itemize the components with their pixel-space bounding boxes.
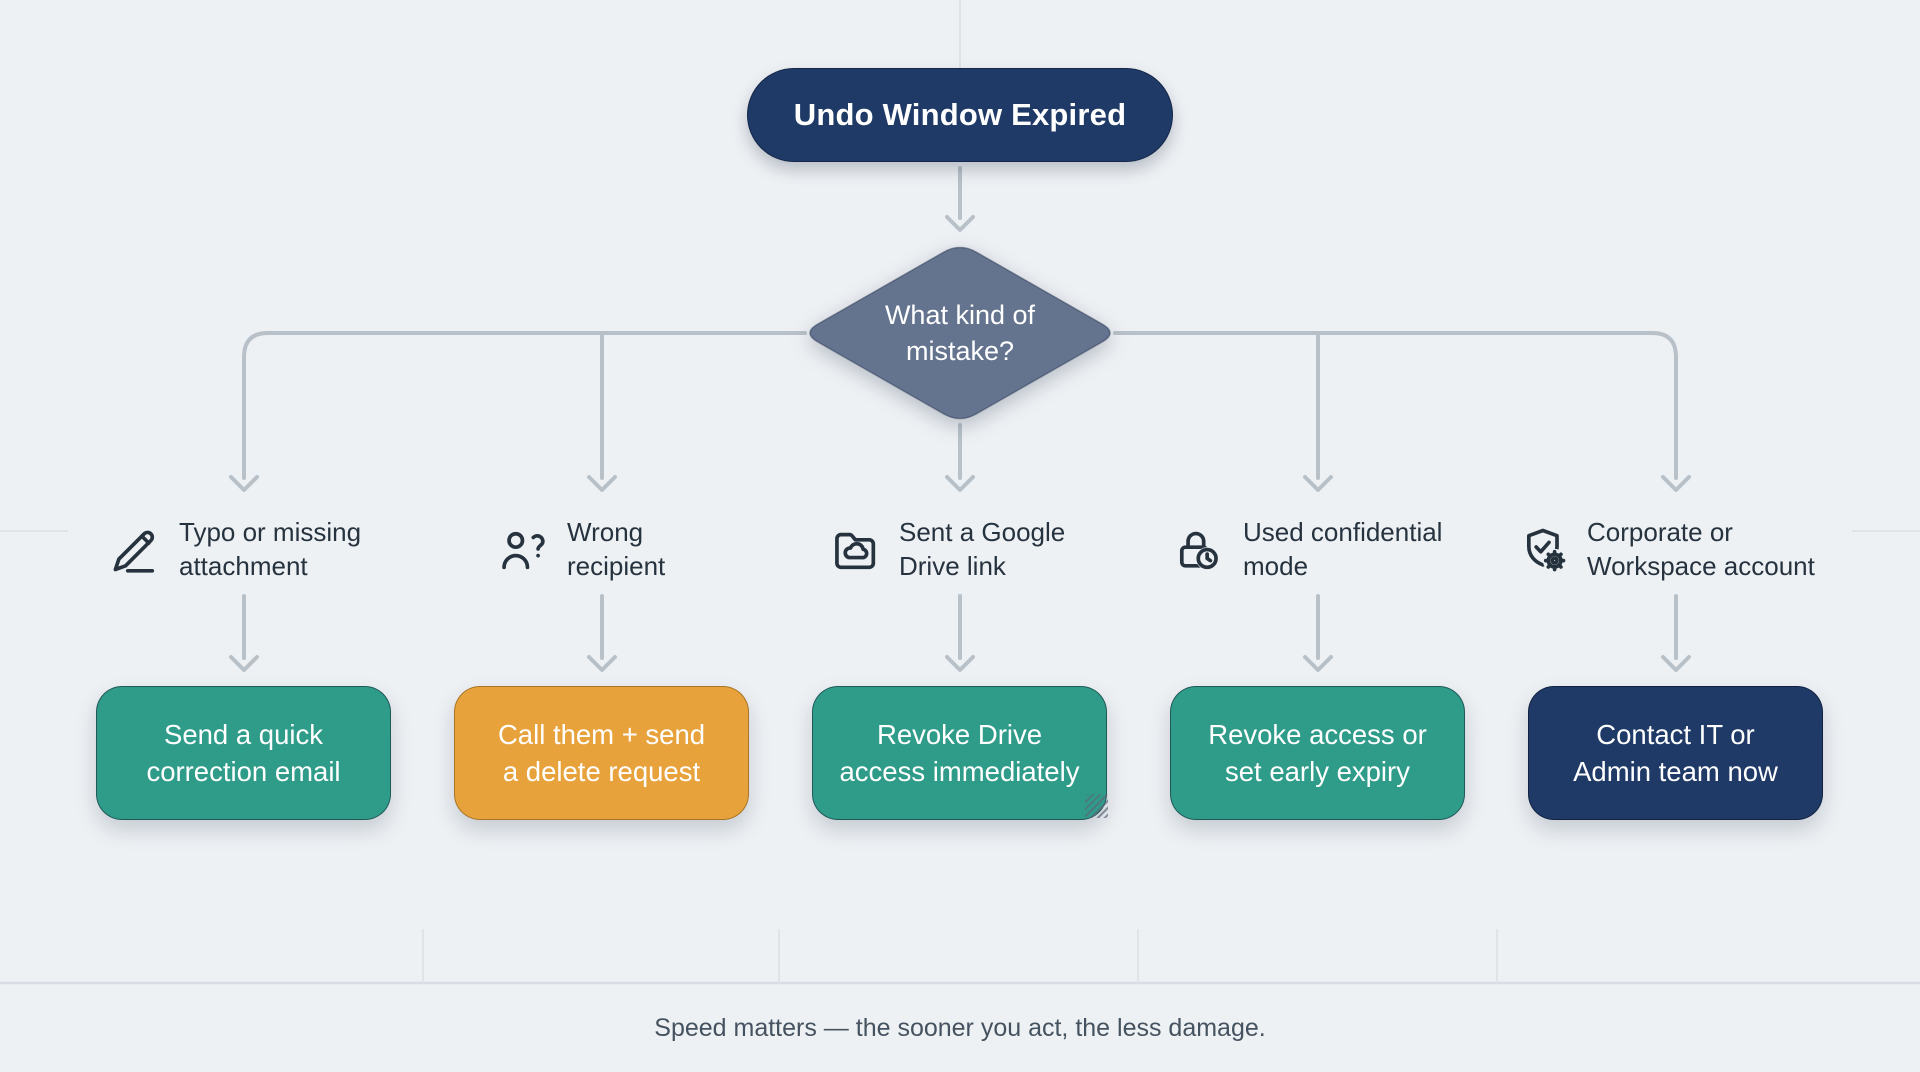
action-box-text: Call them + send a delete request xyxy=(498,716,705,790)
arrowhead-icon xyxy=(1303,475,1333,492)
label-line: recipient xyxy=(567,551,666,581)
label-line: mode xyxy=(1243,551,1309,581)
branch-label-corporate-account: Corporate or Workspace account xyxy=(1518,510,1815,590)
action-line: a delete request xyxy=(502,756,701,787)
action-box-text: Revoke Drive access immediately xyxy=(840,716,1080,790)
label-line: Sent a Google xyxy=(899,517,1066,548)
branch-label-text: Used confidential mode xyxy=(1243,516,1442,584)
action-box-call-delete-request: Call them + send a delete request xyxy=(454,686,749,820)
action-box-correction-email: Send a quick correction email xyxy=(96,686,391,820)
action-box-text: Revoke access or set early expiry xyxy=(1208,716,1427,790)
arrowhead-icon xyxy=(1661,655,1691,672)
label-line: Used confidential xyxy=(1243,517,1443,548)
arrowhead-icon xyxy=(945,215,975,232)
decision-diamond xyxy=(809,246,1111,420)
action-line: Call them + send xyxy=(497,718,706,750)
branch-label-text: Wrong recipient xyxy=(567,516,665,584)
arrowhead-icon xyxy=(1661,475,1691,492)
action-line: Admin team now xyxy=(1573,756,1778,787)
arrowhead-icon xyxy=(587,655,617,672)
connector-branch-1 xyxy=(242,331,807,480)
arrowhead-icon xyxy=(1303,655,1333,672)
branch-label-confidential-mode: Used confidential mode xyxy=(1174,510,1442,590)
action-box-contact-it: Contact IT or Admin team now xyxy=(1528,686,1823,820)
pencil-line-icon xyxy=(110,524,162,576)
footnote-caption: Speed matters — the sooner you act, the … xyxy=(654,1014,1266,1042)
arrowhead-icon xyxy=(945,655,975,672)
action-box-revoke-drive: Revoke Drive access immediately xyxy=(812,686,1107,820)
connector-branch-5 xyxy=(1113,331,1678,480)
arrowhead-icon xyxy=(587,475,617,492)
action-line: Contact IT or xyxy=(1596,718,1755,750)
branch-label-text: Sent a Google Drive link xyxy=(899,516,1065,584)
label-line: attachment xyxy=(179,551,308,581)
action-line: set early expiry xyxy=(1225,756,1410,787)
folder-cloud-icon xyxy=(830,524,882,576)
action-line: Revoke access or xyxy=(1208,718,1427,750)
arrowhead-icon xyxy=(229,655,259,672)
start-node: Undo Window Expired xyxy=(747,68,1173,162)
lock-clock-icon xyxy=(1174,524,1226,576)
action-line: correction email xyxy=(146,756,341,787)
label-line: Workspace account xyxy=(1587,551,1815,581)
start-node-label: Undo Window Expired xyxy=(793,97,1127,132)
action-line: Revoke Drive xyxy=(876,718,1043,750)
branch-label-drive-link: Sent a Google Drive link xyxy=(830,510,1065,590)
action-box-text: Contact IT or Admin team now xyxy=(1573,716,1778,790)
decision-node-label: What kind of mistake? xyxy=(884,300,1036,366)
action-line: Send a quick xyxy=(163,718,323,750)
action-box-revoke-access: Revoke access or set early expiry xyxy=(1170,686,1465,820)
user-question-icon xyxy=(498,524,550,576)
action-box-text: Send a quick correction email xyxy=(146,716,340,790)
arrowhead-icon xyxy=(229,475,259,492)
branch-label-typo: Typo or missing attachment xyxy=(110,510,361,590)
action-line: access immediately xyxy=(839,756,1080,787)
label-line: Drive link xyxy=(899,551,1006,581)
label-line: Typo or missing xyxy=(179,517,362,548)
arrowhead-icon xyxy=(945,475,975,492)
label-line: Wrong xyxy=(567,517,644,548)
branch-label-wrong-recipient: Wrong recipient xyxy=(498,510,665,590)
branch-label-text: Corporate or Workspace account xyxy=(1587,516,1815,584)
label-line: Corporate or xyxy=(1587,517,1733,548)
cursor-artifact xyxy=(1085,794,1108,818)
background-gridline xyxy=(422,929,1498,983)
shield-gear-icon xyxy=(1518,524,1570,576)
branch-label-text: Typo or missing attachment xyxy=(179,516,361,584)
